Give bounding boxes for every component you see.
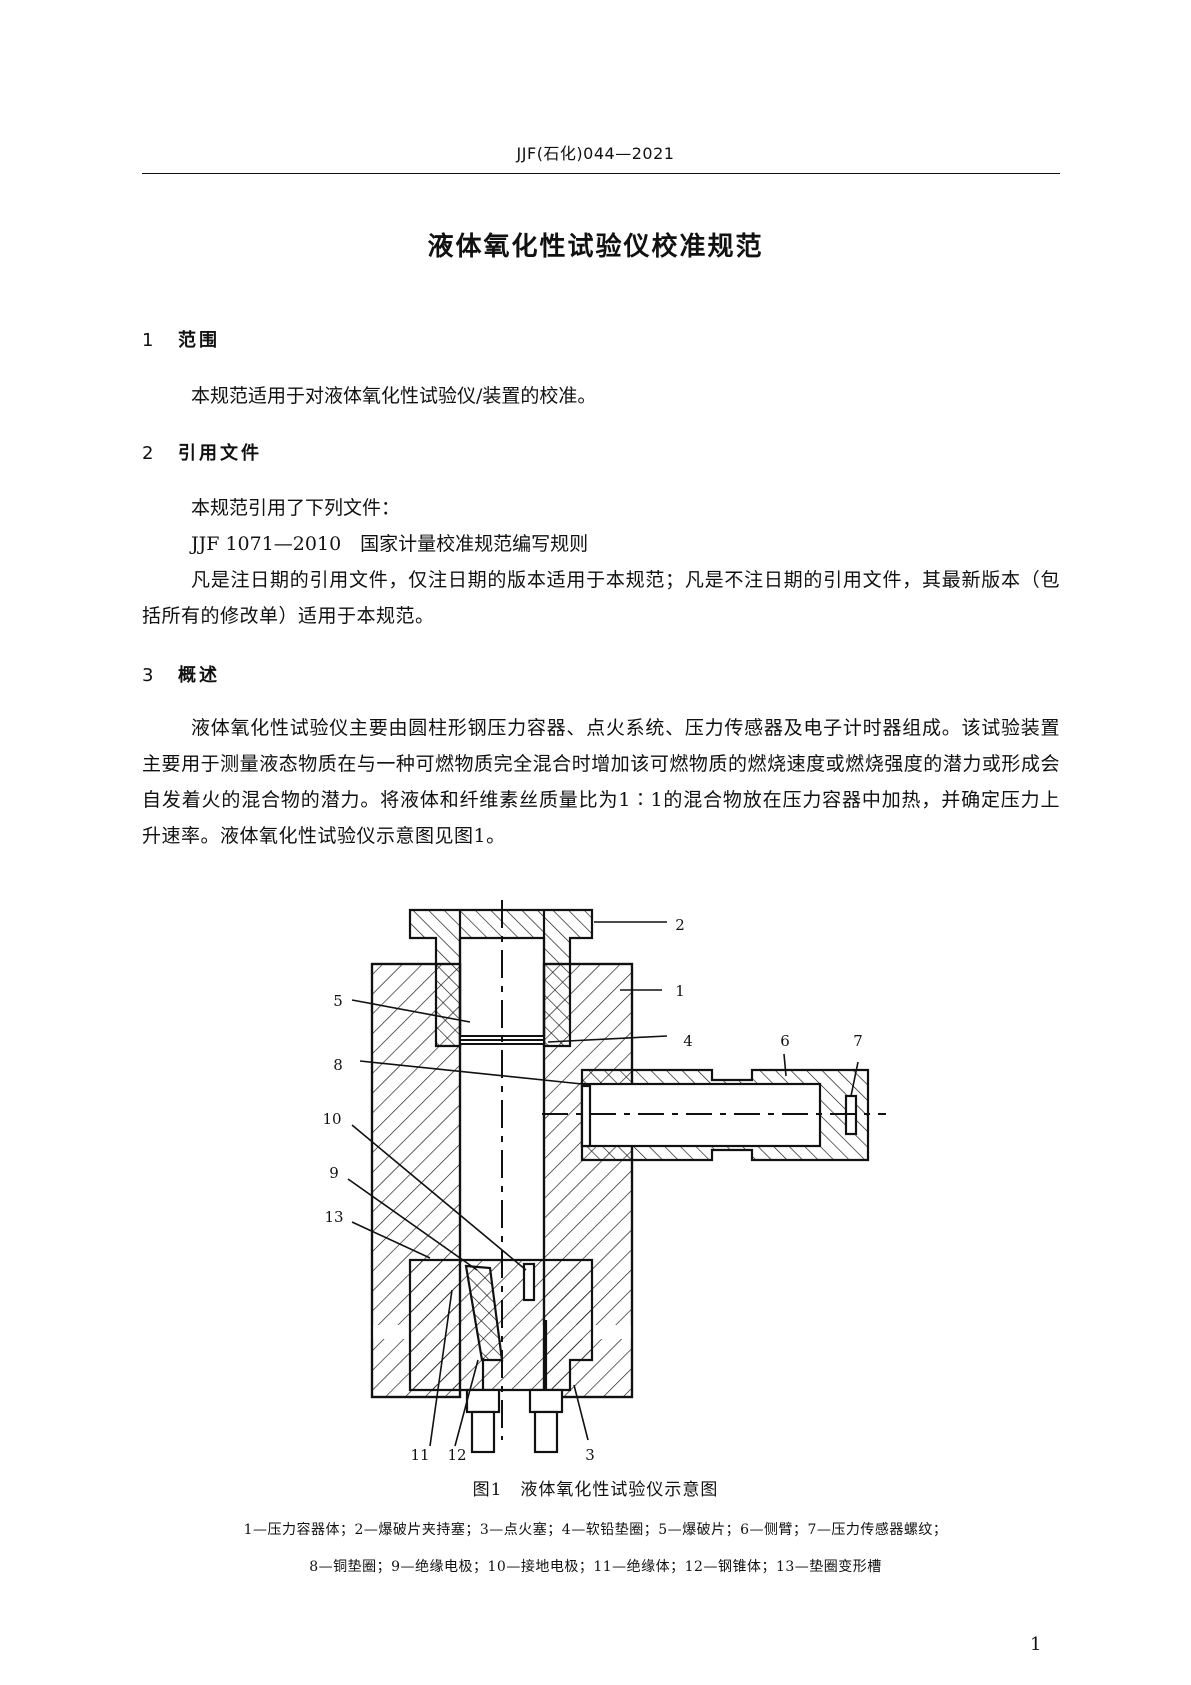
section-number: 1 <box>142 330 154 351</box>
callout-13: 13 <box>324 1208 343 1226</box>
leader-lines <box>347 921 859 1447</box>
callout-8: 8 <box>333 1056 343 1074</box>
document-title: 液体氧化性试验仪校准规范 <box>427 232 764 262</box>
callout-2: 2 <box>675 916 685 934</box>
section-2-paragraph-intro: 本规范引用了下列文件： <box>191 497 401 519</box>
header-standard-code: JJF(石化)044—2021 <box>516 144 675 163</box>
callout-3: 3 <box>585 1446 595 1464</box>
section-title: 概述 <box>178 665 220 686</box>
callout-9: 9 <box>329 1164 339 1182</box>
callout-6: 6 <box>780 1032 790 1050</box>
section-3-paragraph: 液体氧化性试验仪主要由圆柱形钢压力容器、点火系统、压力传感器及电子计时器组成。该… <box>142 717 1060 847</box>
page-number: 1 <box>1030 1634 1042 1655</box>
section-2-paragraph-dated-refs: 凡是注日期的引用文件，仅注日期的版本适用于本规范；凡是不注日期的引用文件，其最新… <box>142 569 1060 627</box>
callout-12: 12 <box>447 1446 466 1464</box>
center-lines <box>501 900 886 1440</box>
callout-1: 1 <box>675 982 685 1000</box>
section-2-heading: 2 引用文件 <box>142 439 262 465</box>
figure-legend-line-2: 8—铜垫圈；9—绝缘电极；10—接地电极；11—绝缘体；12—钢锥体；13—垫圈… <box>309 1559 882 1575</box>
callout-7: 7 <box>853 1032 863 1050</box>
bursting-disc-holder <box>408 908 594 1048</box>
callout-11: 11 <box>410 1446 429 1464</box>
section-title: 引用文件 <box>178 443 262 464</box>
header-divider <box>142 173 1060 174</box>
section-1-paragraph: 本规范适用于对液体氧化性试验仪/装置的校准。 <box>191 385 597 407</box>
section-3-heading: 3 概述 <box>142 661 220 687</box>
section-number: 3 <box>142 665 154 686</box>
callout-10: 10 <box>322 1110 341 1128</box>
section-number: 2 <box>142 443 154 464</box>
figure-legend-line-1: 1—压力容器体；2—爆破片夹持塞；3—点火塞；4—软铅垫圈；5—爆破片；6—侧臂… <box>243 1522 948 1538</box>
section-1-heading: 1 范围 <box>142 326 220 352</box>
callout-4: 4 <box>683 1032 693 1050</box>
figure-caption: 图1 液体氧化性试验仪示意图 <box>472 1480 719 1500</box>
figure-callout-labels: 2 1 5 4 6 7 8 10 9 13 11 12 3 <box>322 916 862 1464</box>
callout-5: 5 <box>333 992 343 1010</box>
section-title: 范围 <box>178 330 220 351</box>
section-2-reference-item: JJF 1071—2010 国家计量校准规范编写规则 <box>191 533 589 555</box>
